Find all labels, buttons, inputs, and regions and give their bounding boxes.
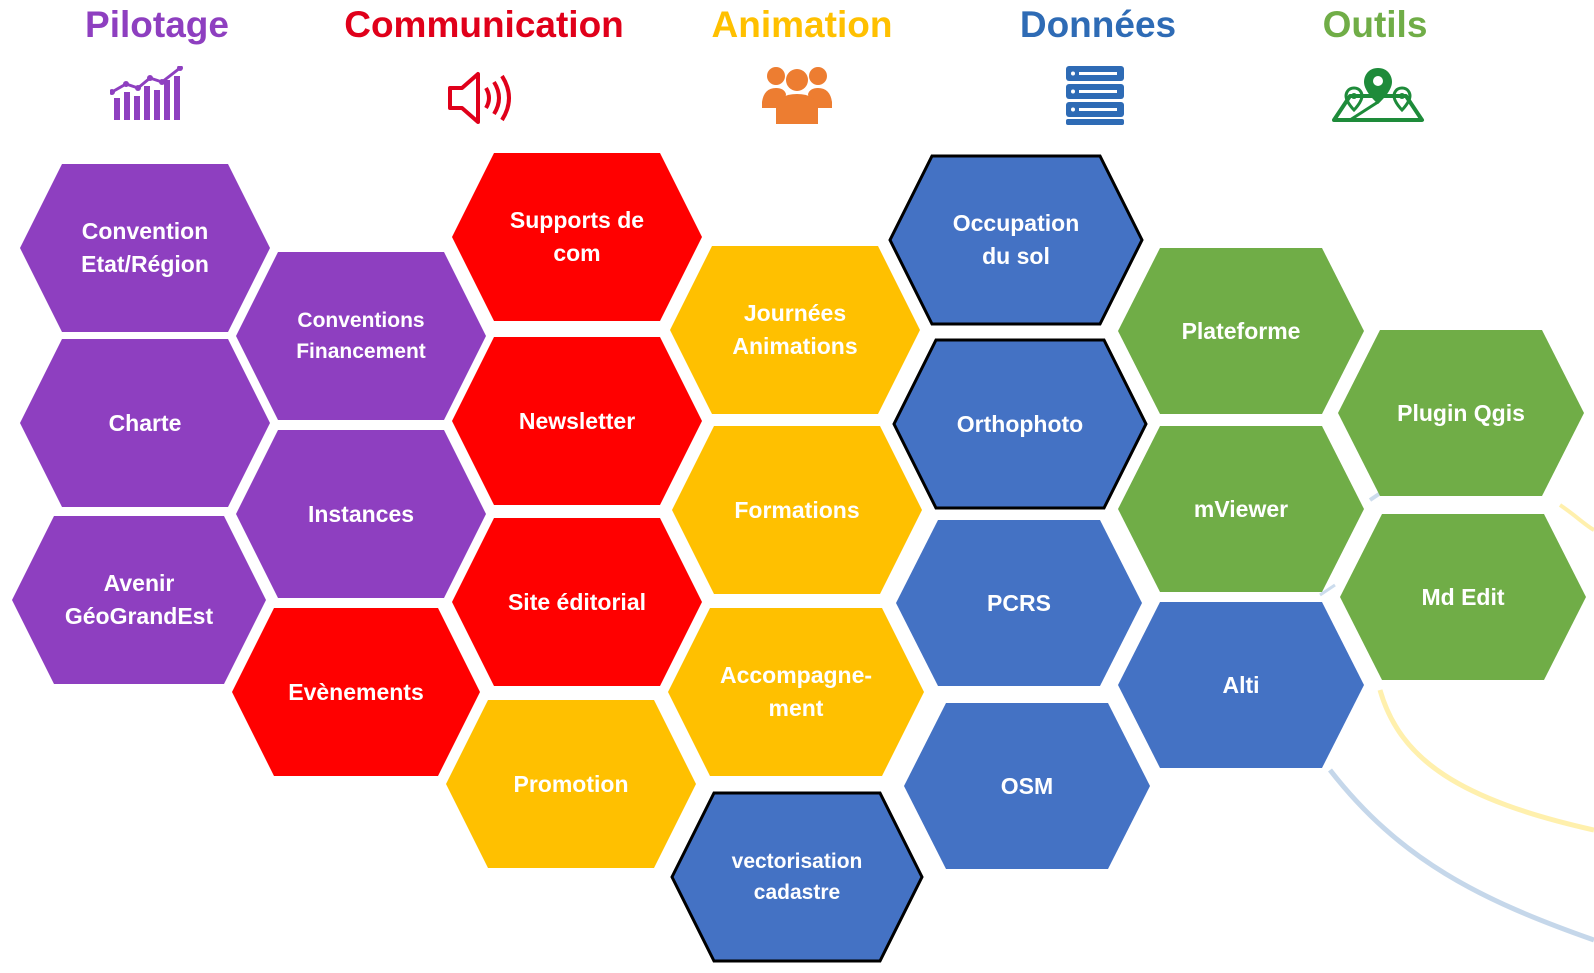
hex-mviewer[interactable]: mViewer <box>1118 426 1364 592</box>
hex-label: Promotion <box>513 770 629 797</box>
hex-conventions-financement[interactable]: Conventions Financement <box>236 252 486 420</box>
hex-label: PCRS <box>987 589 1051 616</box>
hex-plugin-qgis[interactable]: Plugin Qgis <box>1338 330 1584 496</box>
hex-label: Newsletter <box>518 407 636 434</box>
hex-supports-de-com[interactable]: Supports de com <box>452 153 702 321</box>
hex-label: Supports de com <box>509 207 645 266</box>
hex-alti[interactable]: Alti <box>1118 602 1364 768</box>
animation-title: Animation <box>711 4 893 45</box>
hex-osm[interactable]: OSM <box>904 703 1150 869</box>
map-pin-icon <box>1332 68 1424 122</box>
outils-title: Outils <box>1322 4 1428 45</box>
megaphone-icon <box>448 72 511 124</box>
hex-pcrs[interactable]: PCRS <box>896 520 1142 686</box>
hex-label: Journées Animations <box>732 300 858 359</box>
donnees-title: Données <box>1019 4 1177 45</box>
hex-vectorisation-cadastre[interactable]: vectorisation cadastre <box>670 791 924 963</box>
hex-instances[interactable]: Instances <box>236 430 486 598</box>
hex-formations[interactable]: Formations <box>672 426 922 594</box>
hex-accompagnement[interactable]: Accompagne- ment <box>668 608 924 776</box>
hex-newsletter[interactable]: Newsletter <box>452 337 702 505</box>
hex-orthophoto[interactable]: Orthophoto <box>892 338 1148 510</box>
hex-label: Orthophoto <box>956 410 1084 437</box>
hex-md-edit[interactable]: Md Edit <box>1340 514 1586 680</box>
hex-label: Conventions Financement <box>296 309 426 363</box>
hex-evenements[interactable]: Evènements <box>232 608 480 776</box>
hex-label: Plateforme <box>1181 317 1301 344</box>
hex-label: Md Edit <box>1421 583 1505 610</box>
hex-label: Site éditorial <box>507 588 647 615</box>
database-server-icon <box>1066 66 1124 125</box>
pilotage-title: Pilotage <box>85 4 229 45</box>
hex-label: OSM <box>1000 772 1054 799</box>
hex-label: mViewer <box>1193 495 1289 522</box>
communication-title: Communication <box>344 4 624 45</box>
hex-label: Accompagne- ment <box>719 662 873 721</box>
hex-label: Charte <box>108 409 182 436</box>
hex-plateforme[interactable]: Plateforme <box>1118 248 1364 414</box>
bar-chart-icon <box>110 66 183 120</box>
hex-label: vectorisation cadastre <box>731 850 863 904</box>
hex-avenir-geograndest[interactable]: Avenir GéoGrandEst <box>12 516 266 684</box>
hex-site-editorial[interactable]: Site éditorial <box>452 518 702 686</box>
hex-label: Plugin Qgis <box>1397 399 1525 426</box>
hex-label: Instances <box>307 500 415 527</box>
users-group-icon <box>762 67 832 124</box>
hex-label: Convention Etat/Région <box>81 218 209 277</box>
hex-label: Formations <box>734 496 860 523</box>
hex-journees-animations[interactable]: Journées Animations <box>670 246 920 414</box>
hex-promotion[interactable]: Promotion <box>446 700 696 868</box>
hex-convention-etat-region[interactable]: Convention Etat/Région <box>20 164 270 332</box>
hex-occupation-du-sol[interactable]: Occupation du sol <box>888 154 1144 326</box>
hex-label: Alti <box>1222 671 1260 698</box>
hex-charte[interactable]: Charte <box>20 339 270 507</box>
hex-label: Avenir GéoGrandEst <box>64 570 214 629</box>
hex-label: Evènements <box>288 678 424 705</box>
hex-label: Occupation du sol <box>952 210 1080 269</box>
